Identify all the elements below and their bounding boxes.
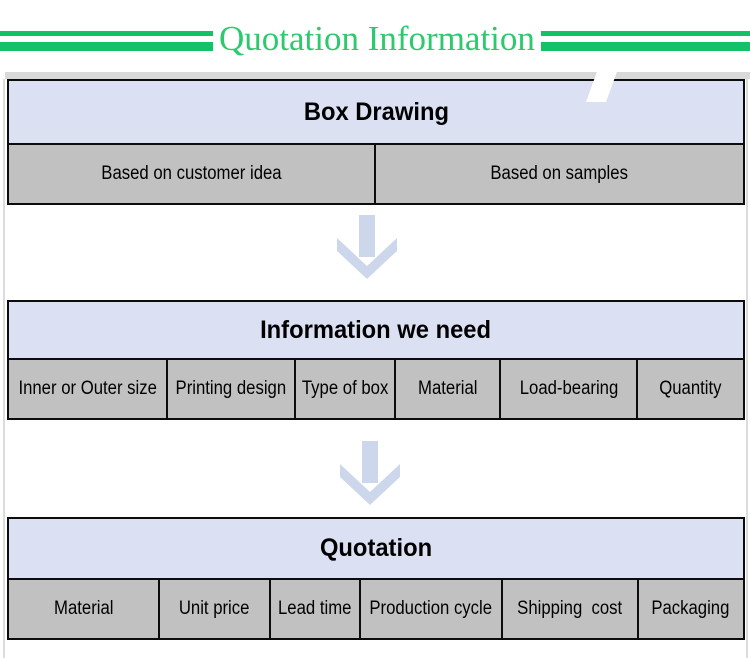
table-cell: Type of box — [296, 360, 397, 418]
box-drawing-row: Based on customer idea Based on samples — [9, 145, 743, 203]
left-edge-line — [3, 79, 5, 658]
table-cell: Shipping cost — [503, 580, 639, 638]
table-cell: Lead time — [271, 580, 362, 638]
cell-label: Lead time — [278, 598, 352, 619]
cell-label: Production cycle — [369, 598, 493, 619]
title-banner: Quotation Information — [0, 20, 750, 62]
cell-label: Inner or Outer size — [18, 378, 157, 399]
table-cell: Inner or Outer size — [9, 360, 169, 418]
table-header-label: Quotation — [319, 534, 433, 562]
table-header-label: Information we need — [260, 315, 492, 344]
information-we-need-row: Inner or Outer size Printing design Type… — [9, 360, 743, 418]
down-arrow-icon — [339, 441, 401, 507]
quotation-header: Quotation — [9, 519, 743, 580]
cell-label: Shipping cost — [517, 598, 623, 619]
information-we-need-header: Information we need — [9, 302, 743, 360]
table-cell: Unit price — [160, 580, 272, 638]
green-rule-thin-bar — [0, 31, 213, 36]
green-rule-right — [540, 31, 750, 51]
table-cell: Quantity — [638, 360, 743, 418]
table-cell: Material — [9, 580, 160, 638]
table-cell: Packaging — [639, 580, 743, 638]
table-cell: Material — [396, 360, 502, 418]
table-cell: Printing design — [168, 360, 297, 418]
down-arrow-icon — [336, 215, 398, 281]
cell-label: Load-bearing — [519, 378, 618, 399]
cell-label: Unit price — [179, 598, 250, 619]
green-rule-thin-bar — [540, 31, 750, 36]
table-cell: Based on samples — [376, 145, 743, 203]
page-title: Quotation Information — [219, 18, 535, 58]
cell-label: Material — [418, 378, 478, 399]
table-header-label: Box Drawing — [303, 97, 449, 126]
green-rule-thick-bar — [540, 42, 750, 51]
quotation-table: Quotation Material Unit price Lead time … — [7, 517, 745, 640]
green-rule-thick-bar — [0, 42, 213, 51]
box-drawing-header: Box Drawing — [9, 81, 743, 145]
box-drawing-table: Box Drawing Based on customer idea Based… — [7, 79, 745, 205]
cell-label: Printing design — [175, 378, 287, 399]
table-cell: Based on customer idea — [9, 145, 376, 203]
cell-label: Based on samples — [490, 163, 629, 184]
table-cell: Production cycle — [361, 580, 503, 638]
cell-label: Material — [53, 598, 114, 619]
top-shadow-strip — [5, 72, 750, 79]
cell-label: Quantity — [659, 378, 722, 399]
green-rule-left — [0, 31, 213, 51]
cell-label: Packaging — [651, 598, 730, 619]
table-cell: Load-bearing — [501, 360, 638, 418]
cell-label: Based on customer idea — [101, 163, 282, 184]
cell-label: Type of box — [301, 378, 389, 399]
quotation-row: Material Unit price Lead time Production… — [9, 580, 743, 638]
information-we-need-table: Information we need Inner or Outer size … — [7, 300, 745, 420]
right-edge-line — [746, 79, 748, 658]
